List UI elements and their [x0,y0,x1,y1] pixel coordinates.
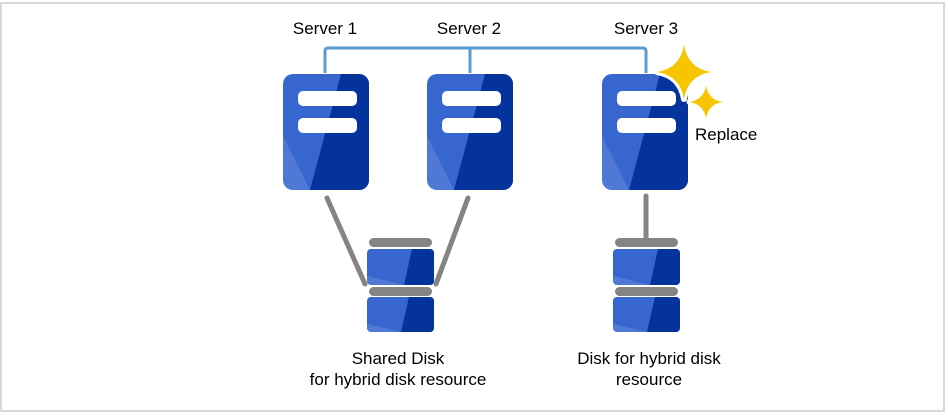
shared-disk-icon [367,238,434,332]
server-2-label: Server 2 [436,19,502,38]
server-1-icon [283,74,369,190]
storage-connection-line-server1 [324,195,368,287]
server-1-label: Server 1 [292,19,358,38]
replace-label: Replace [695,125,758,144]
storage-connection-line-server2 [433,195,471,287]
hybrid-disk-caption: Disk for hybrid disk resource [577,349,721,389]
server-2-icon [427,74,513,190]
sparkle-icon-small [686,82,726,122]
shared-disk-caption: Shared Disk for hybrid disk resource [309,349,487,389]
sparkle-icon-large [654,42,714,102]
network-connector-line [323,46,648,73]
hybrid-disk-icon [613,238,680,332]
server-3-label: Server 3 [613,19,679,38]
server-3-icon [602,74,688,190]
